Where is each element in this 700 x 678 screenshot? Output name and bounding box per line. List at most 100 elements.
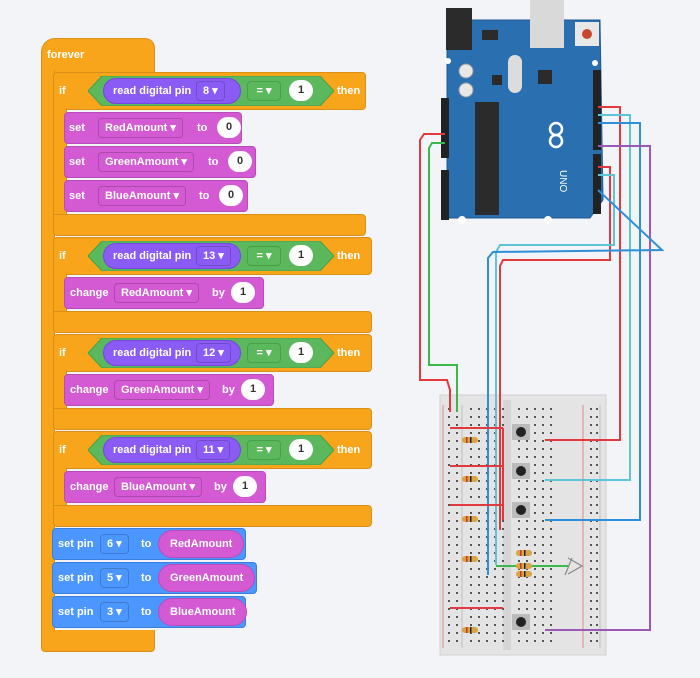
- forever-label: forever: [47, 49, 85, 61]
- variable-reporter[interactable]: GreenAmount: [158, 564, 256, 592]
- to-label: to: [197, 122, 208, 134]
- wire-pin6-red: [499, 166, 611, 530]
- read-digital-pin-label: read digital pin: [113, 444, 192, 456]
- wire-5v-red: [419, 133, 451, 412]
- value-input[interactable]: 0: [217, 117, 241, 138]
- if-label: if: [59, 85, 66, 97]
- resistor[interactable]: [516, 571, 532, 577]
- pushbutton[interactable]: [512, 424, 530, 440]
- wire-pin5-lightblue: [495, 174, 615, 565]
- read-digital-pin-label: read digital pin: [113, 85, 192, 97]
- change-label: change: [70, 481, 109, 493]
- value-input[interactable]: 0: [219, 185, 243, 206]
- pin-dropdown[interactable]: 8 ▾: [196, 81, 225, 101]
- operator-dropdown[interactable]: = ▾: [247, 343, 281, 363]
- set-label: set: [69, 190, 85, 202]
- variable-dropdown[interactable]: BlueAmount ▾: [114, 477, 202, 497]
- operator-dropdown[interactable]: = ▾: [247, 440, 281, 460]
- if-label: if: [59, 444, 66, 456]
- operator-dropdown[interactable]: = ▾: [247, 246, 281, 266]
- read-digital-pin-label: read digital pin: [113, 250, 192, 262]
- usb-port: [530, 0, 564, 48]
- compare-value-input[interactable]: 1: [289, 245, 313, 266]
- variable-dropdown[interactable]: RedAmount ▾: [98, 118, 183, 138]
- pin-dropdown[interactable]: 12 ▾: [196, 343, 231, 363]
- atmega-chip: [475, 102, 499, 215]
- wire-gnd-green: [428, 142, 458, 412]
- variable-dropdown[interactable]: BlueAmount ▾: [98, 186, 186, 206]
- wire-pin11-blue: [545, 122, 641, 521]
- wire-pin12-lightblue: [545, 114, 631, 481]
- value-input[interactable]: 0: [228, 151, 252, 172]
- arduino-logo: [548, 121, 564, 149]
- set-label: set: [69, 156, 85, 168]
- change-label: change: [70, 384, 109, 396]
- variable-dropdown[interactable]: RedAmount ▾: [114, 283, 199, 303]
- rgb-led: [564, 557, 584, 576]
- resistor[interactable]: [516, 550, 532, 556]
- to-label: to: [141, 538, 152, 550]
- pin-dropdown[interactable]: 13 ▾: [196, 246, 231, 266]
- set-pin-label: set pin: [58, 606, 94, 618]
- if-footer: [53, 408, 372, 430]
- resistor[interactable]: [462, 476, 478, 482]
- if-footer: [53, 311, 372, 333]
- analog-header: [441, 170, 449, 220]
- set-pin-label: set pin: [58, 538, 94, 550]
- compare-value-input[interactable]: 1: [289, 342, 313, 363]
- digital-header-top: [593, 70, 601, 150]
- pushbutton[interactable]: [512, 502, 530, 518]
- resistor[interactable]: [462, 516, 478, 522]
- variable-reporter[interactable]: BlueAmount: [158, 598, 248, 626]
- set-pin-label: set pin: [58, 572, 94, 584]
- to-label: to: [199, 190, 210, 202]
- wires: [419, 106, 665, 631]
- operator-dropdown[interactable]: = ▾: [247, 81, 281, 101]
- compare-value-input[interactable]: 1: [289, 439, 313, 460]
- variable-dropdown[interactable]: GreenAmount ▾: [114, 380, 210, 400]
- variable-reporter[interactable]: RedAmount: [158, 530, 245, 558]
- if-label: if: [59, 250, 66, 262]
- change-label: change: [70, 287, 109, 299]
- pin-dropdown[interactable]: 3 ▾: [100, 602, 129, 622]
- read-digital-pin-label: read digital pin: [113, 347, 192, 359]
- then-label: then: [337, 444, 361, 456]
- set-label: set: [69, 122, 85, 134]
- then-label: then: [337, 347, 361, 359]
- by-label: by: [212, 287, 225, 299]
- if-label: if: [59, 347, 66, 359]
- value-input[interactable]: 1: [233, 476, 257, 497]
- pushbutton[interactable]: [512, 614, 530, 630]
- value-input[interactable]: 1: [231, 282, 255, 303]
- wire-pin13-red: [545, 106, 621, 441]
- forever-block[interactable]: [41, 38, 155, 74]
- value-input[interactable]: 1: [241, 379, 265, 400]
- components[interactable]: [462, 424, 584, 633]
- resistor[interactable]: [462, 437, 478, 443]
- then-label: then: [337, 85, 361, 97]
- resistor[interactable]: [462, 556, 478, 562]
- pushbutton[interactable]: [512, 463, 530, 479]
- then-label: then: [337, 250, 361, 262]
- arduino-board[interactable]: UNO: [441, 0, 604, 224]
- power-jack: [446, 8, 472, 50]
- pin-dropdown[interactable]: 6 ▾: [100, 534, 129, 554]
- if-footer: [53, 214, 366, 236]
- variable-dropdown[interactable]: GreenAmount ▾: [98, 152, 194, 172]
- if-footer: [53, 505, 372, 527]
- power-header: [441, 98, 449, 158]
- compare-value-input[interactable]: 1: [289, 80, 313, 101]
- pin-dropdown[interactable]: 5 ▾: [100, 568, 129, 588]
- to-label: to: [141, 606, 152, 618]
- wire-pin3-blue: [487, 189, 665, 575]
- resistor[interactable]: [462, 627, 478, 633]
- to-label: to: [208, 156, 219, 168]
- by-label: by: [222, 384, 235, 396]
- pin-dropdown[interactable]: 11 ▾: [196, 440, 231, 460]
- reset-button[interactable]: [582, 29, 592, 39]
- digital-header-bottom: [593, 154, 601, 214]
- forever-bottom: [41, 630, 155, 652]
- resistor[interactable]: [516, 563, 532, 569]
- by-label: by: [214, 481, 227, 493]
